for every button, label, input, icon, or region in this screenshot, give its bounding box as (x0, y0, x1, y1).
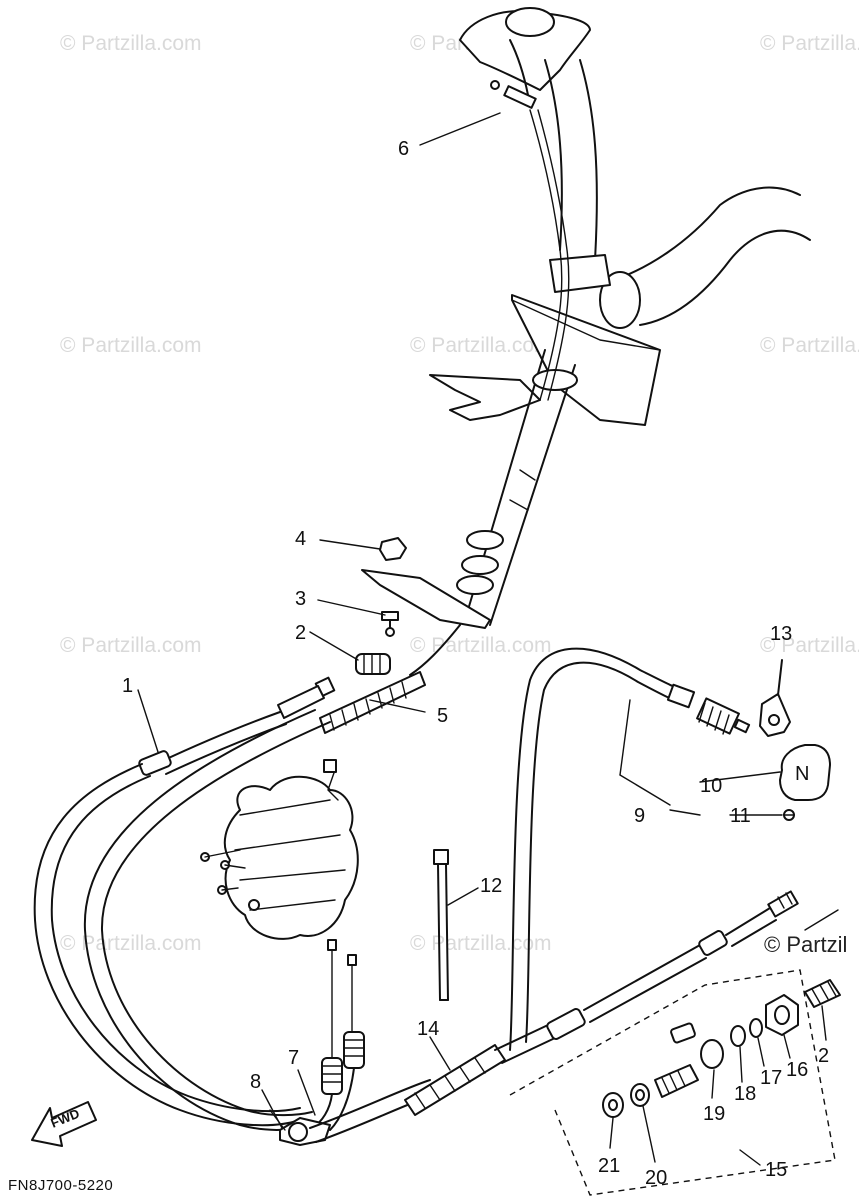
callout-2: 2 (295, 622, 306, 644)
callout-4: 4 (295, 528, 306, 550)
watermark: © Partzilla.com (60, 32, 202, 55)
callout-7: 7 (288, 1047, 299, 1069)
watermark: © Partzilla.com (60, 932, 202, 955)
small-parts (355, 537, 407, 675)
callout-14: 14 (417, 1018, 439, 1040)
callout-10: 10 (700, 775, 722, 797)
callout-19: 19 (703, 1103, 725, 1125)
shift-cables (33, 624, 461, 1131)
exploded-parts-box (509, 909, 841, 1196)
callout-1: 1 (122, 675, 133, 697)
callout-3: 3 (295, 588, 306, 610)
leader-lines (137, 112, 827, 1166)
callout-5: 5 (437, 705, 448, 727)
watermarks: © Partzilla.com © Partzilla.com © Partzi… (60, 32, 859, 957)
drawing-code: FN8J700-5220 (8, 1177, 113, 1194)
steering-handle-assembly (361, 7, 811, 629)
watermark: © Partzilla.com (60, 634, 202, 657)
watermark: © Partzilla.com (410, 334, 552, 357)
callout-16: 16 (786, 1059, 808, 1081)
watermark-edge: © Partzil (764, 932, 847, 957)
callout-21: 21 (598, 1155, 620, 1177)
callout-8: 8 (250, 1071, 261, 1093)
throttle-cable (490, 80, 570, 401)
shift-cable-long: N (509, 647, 831, 1051)
callout-11: 11 (730, 805, 751, 827)
callout-17: 17 (760, 1067, 782, 1089)
tie-strap (433, 849, 449, 1001)
callout-13: 13 (770, 623, 792, 645)
watermark: © Partzilla.com (410, 932, 552, 955)
watermark: © Partzilla.com (410, 634, 552, 657)
callout-2-lower: 2 (818, 1045, 829, 1067)
watermark: © Partzilla.com (60, 334, 202, 357)
fwd-arrow: FWD (31, 1101, 97, 1147)
watermark: © Partzilla.com (760, 334, 859, 357)
carburetor (200, 759, 359, 1061)
callout-15: 15 (765, 1159, 787, 1181)
lower-cable (309, 890, 799, 1143)
callout-20: 20 (645, 1167, 667, 1189)
callout-9: 9 (634, 805, 645, 827)
callout-18: 18 (734, 1083, 756, 1105)
callout-numbers: 1 2 3 4 5 6 7 8 9 10 11 12 13 14 15 16 1… (122, 138, 829, 1189)
neutral-tag-letter: N (795, 763, 809, 785)
callout-12: 12 (480, 875, 502, 897)
callout-6: 6 (398, 138, 409, 160)
watermark: © Partzilla.com (760, 634, 859, 657)
watermark: © Partzilla.com (760, 32, 859, 55)
